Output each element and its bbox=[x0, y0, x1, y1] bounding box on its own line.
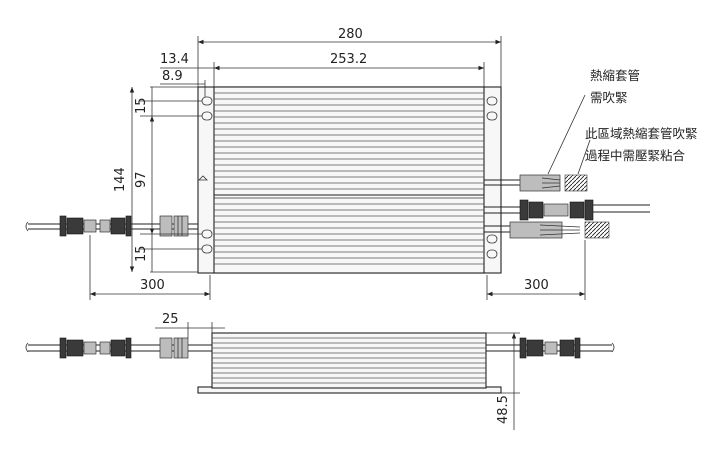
dim-253-2: 253.2 bbox=[330, 52, 367, 67]
left-cable bbox=[25, 215, 198, 237]
dimensions-top: 280 253.2 13.4 8.9 144 97 15 15 300 bbox=[89, 27, 586, 300]
side-body bbox=[211, 332, 487, 389]
note-heat-shrink-1: 熱縮套管 bbox=[590, 68, 640, 83]
top-fins bbox=[214, 92, 484, 265]
slot-right-top bbox=[486, 96, 498, 106]
dim-300-right: 300 bbox=[524, 278, 549, 293]
dim-280: 280 bbox=[338, 27, 363, 42]
dim-15-bottom: 15 bbox=[134, 245, 149, 262]
side-fins bbox=[212, 337, 486, 384]
dim-300-left: 300 bbox=[140, 278, 165, 293]
slot-right-bottom bbox=[486, 249, 498, 259]
slot-right-mid2 bbox=[486, 234, 498, 244]
dim-144: 144 bbox=[113, 167, 128, 192]
note-heat-shrink-2: 需吹緊 bbox=[590, 90, 628, 105]
right-cables bbox=[484, 174, 650, 239]
top-view: 熱縮套管 需吹緊 此區域熱縮套管吹緊 過程中需壓緊粘合 bbox=[25, 68, 698, 274]
slot-right-mid1 bbox=[486, 111, 498, 121]
dim-48-5: 48.5 bbox=[496, 395, 511, 424]
dim-97: 97 bbox=[134, 171, 149, 188]
dim-15-top: 15 bbox=[134, 97, 149, 114]
note-area-1: 此區域熱縮套管吹緊 bbox=[585, 126, 698, 141]
dim-13-4: 13.4 bbox=[160, 52, 189, 67]
note-area-2: 過程中需壓緊粘合 bbox=[585, 148, 686, 163]
dim-8-9: 8.9 bbox=[162, 69, 183, 84]
dim-25: 25 bbox=[162, 312, 179, 327]
side-view: 25 48.5 bbox=[25, 312, 615, 430]
top-body bbox=[213, 86, 485, 274]
